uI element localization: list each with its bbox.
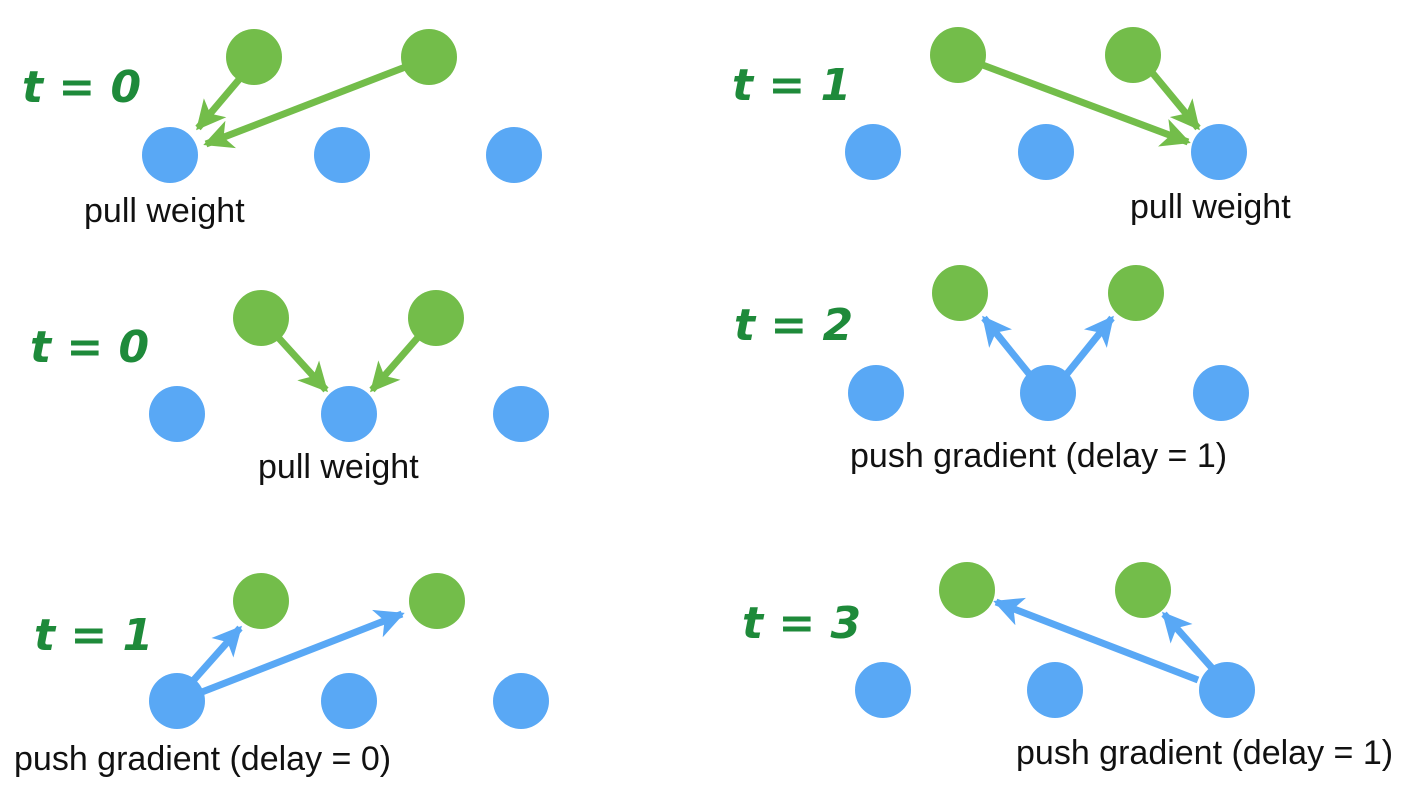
push-arrow [1161, 611, 1215, 671]
server-node [1105, 27, 1161, 83]
pull-arrow [1147, 67, 1201, 131]
worker-node [1018, 124, 1074, 180]
pull-arrow [203, 62, 410, 149]
server-node [930, 27, 986, 83]
panel-3: t = 0 pull weight [30, 290, 549, 486]
push-arrow [200, 609, 405, 696]
panel-1: t = 0 pull weight [22, 29, 542, 230]
worker-node [1020, 365, 1076, 421]
panel-2: t = 1 pull weight [732, 27, 1291, 226]
pull-arrow [369, 332, 423, 393]
panel-6: t = 3 push gradient (delay = 1) [742, 562, 1393, 772]
worker-node [848, 365, 904, 421]
panel-4: t = 2 push gradient (delay = 1) [734, 265, 1249, 475]
caption: push gradient (delay = 1) [1016, 734, 1393, 772]
pull-arrow [978, 60, 1191, 147]
worker-node [314, 127, 370, 183]
server-node [233, 573, 289, 629]
time-label: t = 3 [742, 598, 861, 649]
push-arrow [189, 625, 243, 685]
push-arrow [981, 315, 1033, 378]
time-label: t = 1 [732, 60, 851, 111]
time-label: t = 0 [22, 62, 141, 113]
worker-node [1199, 662, 1255, 718]
server-node [1115, 562, 1171, 618]
caption: pull weight [84, 192, 245, 230]
server-node [932, 265, 988, 321]
pull-arrow [273, 332, 329, 393]
server-node [939, 562, 995, 618]
panel-5: t = 1 push gradient (delay = 0) [14, 573, 549, 778]
caption: push gradient (delay = 0) [14, 740, 391, 778]
worker-node [493, 386, 549, 442]
worker-node [321, 386, 377, 442]
worker-node [1027, 662, 1083, 718]
push-arrow [993, 597, 1200, 684]
pull-arrow [195, 73, 245, 131]
time-label: t = 2 [734, 300, 853, 351]
time-label: t = 1 [34, 610, 153, 661]
server-node [401, 29, 457, 85]
server-node [408, 290, 464, 346]
worker-node [1193, 365, 1249, 421]
caption: pull weight [258, 448, 419, 486]
worker-node [142, 127, 198, 183]
caption: pull weight [1130, 188, 1291, 226]
worker-node [321, 673, 377, 729]
worker-node [149, 386, 205, 442]
worker-node [486, 127, 542, 183]
server-node [1108, 265, 1164, 321]
worker-node [149, 673, 205, 729]
worker-node [855, 662, 911, 718]
push-arrow [1063, 315, 1115, 378]
worker-node [1191, 124, 1247, 180]
worker-node [493, 673, 549, 729]
worker-node [845, 124, 901, 180]
server-node [226, 29, 282, 85]
server-node [233, 290, 289, 346]
time-label: t = 0 [30, 322, 149, 373]
caption: push gradient (delay = 1) [850, 437, 1227, 475]
server-node [409, 573, 465, 629]
